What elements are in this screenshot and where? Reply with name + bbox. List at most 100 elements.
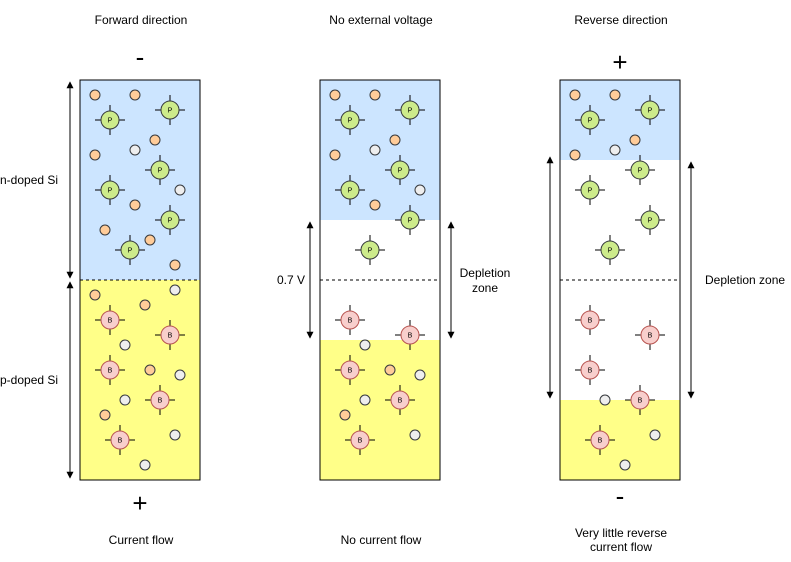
panel-reverse: Reverse direction + P P P P P P B B B B B Depletio… xyxy=(546,13,785,554)
phosphorus-donor-atom: P xyxy=(625,155,655,185)
atom-symbol: P xyxy=(168,108,173,115)
free-electron xyxy=(89,89,101,101)
atom-symbol: B xyxy=(158,398,163,405)
phosphorus-donor-atom: P xyxy=(575,105,605,135)
caption-line1: Very little reverse xyxy=(575,526,667,540)
atom-symbol: B xyxy=(348,368,353,375)
atom-symbol: B xyxy=(588,318,593,325)
phosphorus-donor-atom: P xyxy=(595,235,625,265)
top-polarity-sign: + xyxy=(612,47,627,77)
hole xyxy=(169,284,181,296)
free-electron xyxy=(329,89,341,101)
hole xyxy=(174,184,186,196)
boron-acceptor-atom: B xyxy=(585,425,615,455)
boron-acceptor-atom: B xyxy=(335,305,365,335)
boron-acceptor-atom: B xyxy=(385,385,415,415)
panel-title: No external voltage xyxy=(329,13,433,27)
p-doped-label: p-doped Si xyxy=(0,373,58,387)
boron-acceptor-atom: B xyxy=(395,320,425,350)
free-electron xyxy=(89,149,101,161)
phosphorus-donor-atom: P xyxy=(385,155,415,185)
free-electron xyxy=(144,234,156,246)
hole xyxy=(599,394,611,406)
free-electron xyxy=(169,259,181,271)
hole xyxy=(129,144,141,156)
bottom-polarity-sign: + xyxy=(132,488,147,518)
free-electron xyxy=(149,134,161,146)
free-electron xyxy=(569,149,581,161)
depletion-zone-label-line2: zone xyxy=(472,281,498,295)
free-electron xyxy=(369,199,381,211)
atom-symbol: P xyxy=(168,218,173,225)
atom-symbol: B xyxy=(358,438,363,445)
boron-acceptor-atom: B xyxy=(575,305,605,335)
atom-symbol: P xyxy=(588,188,593,195)
atom-symbol: B xyxy=(648,333,653,340)
atom-symbol: P xyxy=(128,248,133,255)
free-electron xyxy=(89,289,101,301)
boron-acceptor-atom: B xyxy=(145,385,175,415)
atom-symbol: B xyxy=(598,438,603,445)
phosphorus-donor-atom: P xyxy=(115,235,145,265)
atom-symbol: B xyxy=(108,318,113,325)
phosphorus-donor-atom: P xyxy=(335,175,365,205)
atom-symbol: P xyxy=(398,168,403,175)
free-electron xyxy=(569,89,581,101)
bottom-polarity-sign: - xyxy=(616,481,625,511)
caption-line2: current flow xyxy=(590,540,652,554)
boron-acceptor-atom: B xyxy=(575,355,605,385)
p-region xyxy=(320,340,440,480)
free-electron xyxy=(339,409,351,421)
boron-acceptor-atom: B xyxy=(625,385,655,415)
free-electron xyxy=(144,364,156,376)
free-electron xyxy=(389,134,401,146)
hole xyxy=(119,394,131,406)
atom-symbol: P xyxy=(648,218,653,225)
hole xyxy=(169,429,181,441)
hole xyxy=(409,429,421,441)
hole xyxy=(649,429,661,441)
free-electron xyxy=(129,89,141,101)
carriers-reverse: P P P P P P B B B B B xyxy=(569,89,665,471)
atom-symbol: P xyxy=(108,188,113,195)
atom-symbol: B xyxy=(398,398,403,405)
atom-symbol: P xyxy=(108,118,113,125)
free-electron xyxy=(139,299,151,311)
n-doped-label: n-doped Si xyxy=(0,173,58,187)
atom-symbol: P xyxy=(368,248,373,255)
phosphorus-donor-atom: P xyxy=(395,205,425,235)
voltage-label: 0.7 V xyxy=(277,273,305,287)
phosphorus-donor-atom: P xyxy=(95,175,125,205)
phosphorus-donor-atom: P xyxy=(335,105,365,135)
boron-acceptor-atom: B xyxy=(105,425,135,455)
atom-symbol: B xyxy=(588,368,593,375)
phosphorus-donor-atom: P xyxy=(575,175,605,205)
hole xyxy=(414,369,426,381)
hole xyxy=(609,144,621,156)
boron-acceptor-atom: B xyxy=(95,305,125,335)
atom-symbol: B xyxy=(638,398,643,405)
atom-symbol: B xyxy=(108,368,113,375)
atom-symbol: P xyxy=(348,188,353,195)
hole xyxy=(619,459,631,471)
atom-symbol: B xyxy=(118,438,123,445)
hole xyxy=(119,339,131,351)
phosphorus-donor-atom: P xyxy=(155,95,185,125)
n-region xyxy=(80,80,200,280)
free-electron xyxy=(384,364,396,376)
phosphorus-donor-atom: P xyxy=(635,95,665,125)
panel-title: Reverse direction xyxy=(574,13,667,27)
depletion-zone-label-line1: Depletion xyxy=(460,266,511,280)
phosphorus-donor-atom: P xyxy=(395,95,425,125)
atom-symbol: P xyxy=(588,118,593,125)
atom-symbol: P xyxy=(648,108,653,115)
depletion-zone-label: Depletion zone xyxy=(705,273,785,287)
atom-symbol: P xyxy=(158,168,163,175)
hole xyxy=(174,369,186,381)
caption: Current flow xyxy=(109,533,174,547)
boron-acceptor-atom: B xyxy=(635,320,665,350)
atom-symbol: P xyxy=(638,168,643,175)
